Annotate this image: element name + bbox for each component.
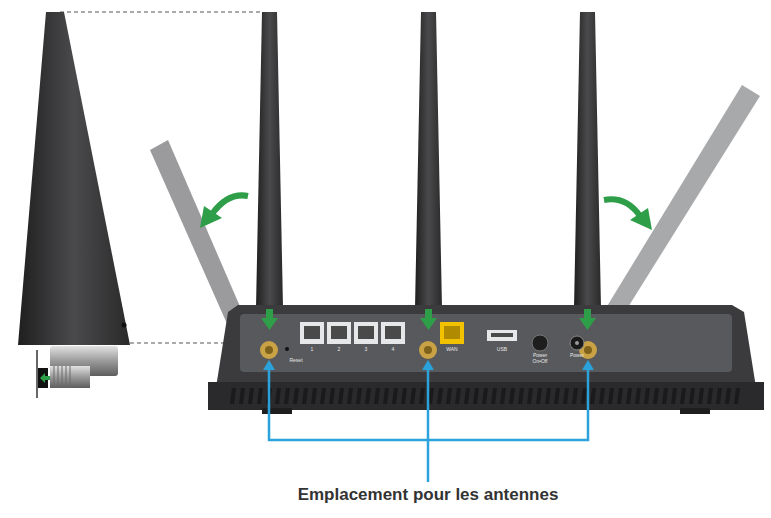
vent-slot: [545, 388, 551, 404]
vent-slot: [554, 388, 560, 404]
vent-slot: [248, 388, 254, 404]
antenna: [415, 12, 442, 308]
button-label: Power On•Off: [529, 353, 551, 364]
vent-slot: [365, 388, 371, 404]
vent-slot: [230, 388, 236, 404]
vent-slot: [662, 388, 668, 404]
vent-slot: [338, 388, 344, 404]
router-base: [208, 382, 764, 410]
vent-slot: [419, 388, 425, 404]
vent-slot: [734, 388, 740, 404]
vent-slot: [599, 388, 605, 404]
vent-slot: [482, 388, 488, 404]
vent-slot: [716, 388, 722, 404]
vent-slot: [437, 388, 443, 404]
vent-slot: [626, 388, 632, 404]
vent-slot: [509, 388, 515, 404]
power-jack-pin: [575, 341, 579, 345]
rotate-arrow: [212, 195, 248, 214]
port-number: 1: [301, 347, 323, 353]
vent-slot: [392, 388, 398, 404]
router-foot: [680, 408, 710, 414]
rotate-arrow-head: [630, 208, 652, 230]
power-jack: [570, 336, 584, 350]
green-arrow: [40, 373, 50, 383]
vent-slot: [239, 388, 245, 404]
rotate-arrow-head: [200, 206, 222, 228]
vent-slot: [590, 388, 596, 404]
vent-slot: [536, 388, 542, 404]
vent-slot: [572, 388, 578, 404]
vent-slot: [725, 388, 731, 404]
vent-slot: [491, 388, 497, 404]
vent-slot: [356, 388, 362, 404]
knurled-nut: [54, 366, 70, 388]
reset-hole: [285, 347, 289, 351]
vent-slot: [518, 388, 524, 404]
vent-slot: [608, 388, 614, 404]
vent-slot: [347, 388, 353, 404]
guide-line: [60, 12, 262, 13]
vent-slot: [275, 388, 281, 404]
power-button: [532, 335, 548, 351]
vent-slot: [644, 388, 650, 404]
antenna-dot: [122, 323, 127, 328]
port-number: 2: [328, 347, 350, 353]
port-label: USB: [491, 347, 513, 353]
vent-slot: [653, 388, 659, 404]
vent-slot: [311, 388, 317, 404]
antenna: [256, 12, 283, 308]
vent-slot: [374, 388, 380, 404]
port-label: Reset: [285, 358, 307, 364]
vent-slot: [293, 388, 299, 404]
vent-slot: [473, 388, 479, 404]
usb-port-inner: [491, 333, 513, 337]
wan-port-inner: [444, 326, 460, 339]
vent-slot: [383, 388, 389, 404]
usb-port: [487, 330, 517, 341]
port-number: 3: [355, 347, 377, 353]
vent-slot: [635, 388, 641, 404]
lan-port: [300, 322, 405, 344]
vent-slot: [500, 388, 506, 404]
port-number: 4: [382, 347, 404, 353]
tilted-antenna: [150, 140, 248, 335]
vent-slot: [329, 388, 335, 404]
vent-slot: [302, 388, 308, 404]
router-vents: [230, 388, 740, 404]
router-back-panel: [240, 314, 732, 372]
vent-slot: [581, 388, 587, 404]
vent-slot: [617, 388, 623, 404]
vent-slot: [698, 388, 704, 404]
tilted-antenna: [595, 85, 760, 336]
vent-slot: [257, 388, 263, 404]
vent-slot: [401, 388, 407, 404]
vent-slot: [446, 388, 452, 404]
vent-slot: [680, 388, 686, 404]
antenna-side-view: [18, 12, 130, 345]
vent-slot: [455, 388, 461, 404]
vent-slot: [671, 388, 677, 404]
callout-label: Emplacement pour les antennes: [295, 486, 562, 505]
vent-slot: [689, 388, 695, 404]
vent-slot: [464, 388, 470, 404]
leader-line: [269, 368, 588, 482]
vent-slot: [320, 388, 326, 404]
vent-slot: [563, 388, 569, 404]
vent-slot: [527, 388, 533, 404]
antenna: [574, 12, 601, 308]
port-label: WAN: [441, 347, 463, 353]
router-panel-edge: [36, 350, 37, 398]
rotate-arrow: [604, 199, 640, 216]
vent-slot: [707, 388, 713, 404]
wan-port: [440, 322, 464, 344]
vent-slot: [410, 388, 416, 404]
vent-slot: [284, 388, 290, 404]
router-foot: [262, 408, 292, 414]
antenna-barrel: [50, 366, 90, 388]
port-label: Power: [566, 353, 588, 359]
